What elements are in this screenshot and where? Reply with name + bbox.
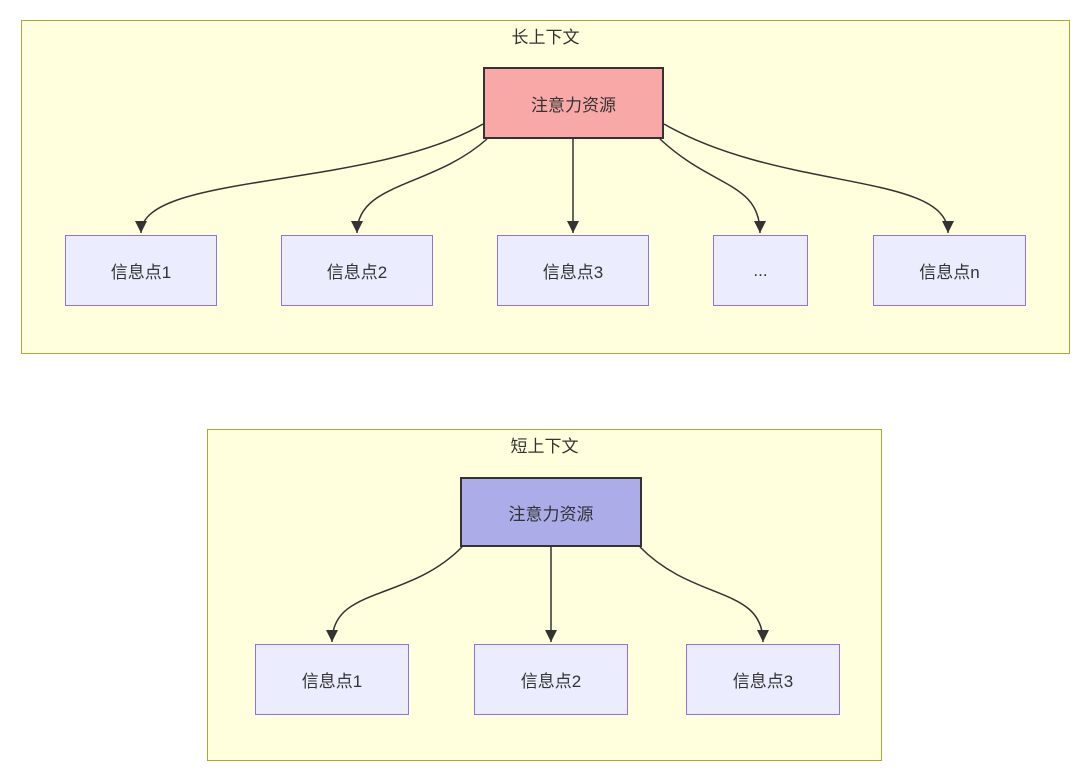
node-short-info-point-3: 信息点3 [686, 644, 840, 715]
node-long-info-point-3: 信息点3 [497, 235, 649, 306]
node-short-attention-resource: 注意力资源 [460, 477, 642, 547]
node-long-info-point-1: 信息点1 [65, 235, 217, 306]
node-long-info-point-2: 信息点2 [281, 235, 433, 306]
node-long-info-point-n: 信息点n [873, 235, 1026, 306]
node-long-attention-resource: 注意力资源 [483, 67, 664, 139]
node-short-info-point-1: 信息点1 [255, 644, 409, 715]
subgraph-long-context-title: 长上下文 [511, 28, 580, 47]
node-short-info-point-2: 信息点2 [474, 644, 628, 715]
subgraph-short-context-title: 短上下文 [510, 437, 579, 456]
node-long-info-point-ellipsis: ... [713, 235, 808, 306]
